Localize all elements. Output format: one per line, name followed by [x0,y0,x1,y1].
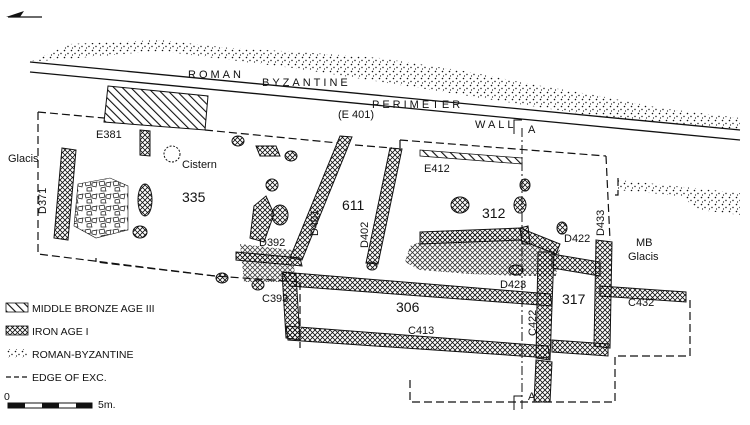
wall-d402 [365,147,403,265]
section-line-a [513,119,523,410]
label-cistern: Cistern [182,159,217,171]
label-e412: E412 [424,163,450,175]
cistern-icon [163,145,181,163]
wall-title-perimeter: PERIMETER [372,99,463,111]
room-335: 335 [182,189,206,205]
stones [132,135,568,291]
label-d371: D371 [37,188,49,214]
legend-label-roman: ROMAN-BYZANTINE [32,349,134,361]
label-e381: E381 [96,129,122,141]
edge-of-excavation [37,111,691,403]
legend-swatch-dots [6,349,28,358]
legend-label-mb: MIDDLE BRONZE AGE III [32,303,155,315]
label-c432: C432 [628,297,654,309]
roman-byzantine-deposit-east [618,180,740,215]
wall-d371 [53,147,77,241]
label-c393: C393 [262,293,288,305]
label-d433: D433 [595,210,607,236]
label-d402: D402 [359,222,371,248]
iron-age-fill [405,232,560,276]
label-d401: D401 [309,210,321,236]
legend: MIDDLE BRONZE AGE III IRON AGE I ROMAN-B… [5,302,155,384]
roman-byzantine-deposit [30,40,740,130]
wall-d401 [289,135,353,261]
room-611: 611 [342,197,365,213]
wall-code: (E 401) [338,109,374,121]
room-306: 306 [396,299,420,315]
perimeter-wall-e401 [29,61,741,141]
wall-c432 [599,285,687,303]
label-c413: C413 [408,325,434,337]
label-glacis-west: Glacis [8,153,39,165]
label-c422: C422 [527,310,539,336]
wall-title-byzantine: BYZANTINE [262,77,351,89]
mb-block-e381 [103,85,209,131]
scale-end: 5m. [98,399,116,411]
label-d392: D392 [259,237,285,249]
legend-swatch-crosshatch [5,325,29,336]
label-section-a-bottom: A [528,391,536,403]
label-d422: D422 [564,233,590,245]
legend-label-edge: EDGE OF EXC. [32,372,107,384]
wall-e412 [419,149,523,165]
label-mb-glacis-2: Glacis [628,251,659,263]
scale-start: 0 [4,391,10,403]
stone-tumble [73,177,129,239]
wall-title-wall: WALL [475,119,517,131]
north-arrow-icon [6,11,42,18]
legend-label-iron: IRON AGE I [32,326,89,338]
legend-swatch-hatch [5,302,29,313]
label-mb-glacis-1: MB [636,237,653,249]
label-d423: D423 [500,279,526,291]
iron-age-fill-335 [240,244,296,282]
label-section-a-top: A [528,124,536,136]
room-317: 317 [562,291,586,307]
scale-bar: 0 5m. [4,391,116,411]
wall-title-roman: ROMAN [188,69,244,81]
room-312: 312 [482,205,506,221]
